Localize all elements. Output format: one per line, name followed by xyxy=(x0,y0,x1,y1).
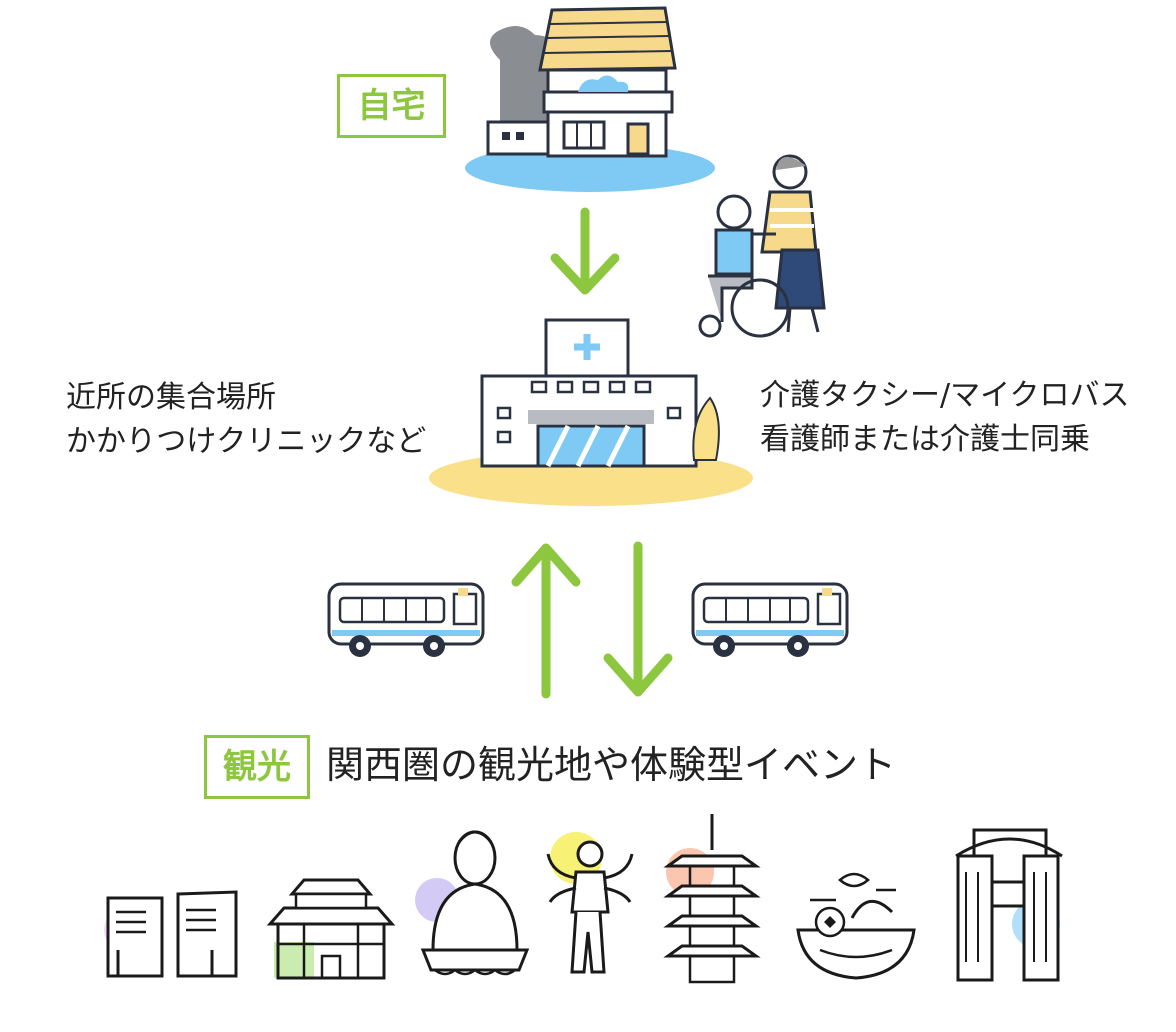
bus-icon xyxy=(327,582,485,657)
facility-left-line-1: 近所の集合場所 xyxy=(66,380,276,415)
hospital-icon xyxy=(429,318,753,506)
castle-icon xyxy=(266,878,396,980)
sightseeing-text: 関西圏の観光地や体験型イベント xyxy=(326,743,897,787)
tower-gate-icon xyxy=(955,828,1063,982)
book-icon xyxy=(104,890,238,978)
wheelchair-caregiver-icon xyxy=(698,154,826,338)
bus-icon xyxy=(691,582,849,657)
arrow-down-icon xyxy=(550,207,620,295)
pagoda-icon xyxy=(663,814,761,984)
buddha-icon xyxy=(415,830,530,976)
facility-left-line-2: かかりつけクリニックなど xyxy=(66,424,427,459)
sightseeing-label: 観光 xyxy=(204,735,310,799)
food-icon xyxy=(796,872,916,980)
facility-right-line-2: 看護師または介護士同乗 xyxy=(760,422,1090,457)
arrow-up-icon xyxy=(511,543,581,699)
statue-icon xyxy=(546,832,634,974)
home-label: 自宅 xyxy=(337,74,446,138)
facility-right-line-1: 介護タクシー/マイクロバス xyxy=(760,378,1130,413)
house-icon xyxy=(465,6,715,192)
arrow-down-icon xyxy=(603,541,673,697)
